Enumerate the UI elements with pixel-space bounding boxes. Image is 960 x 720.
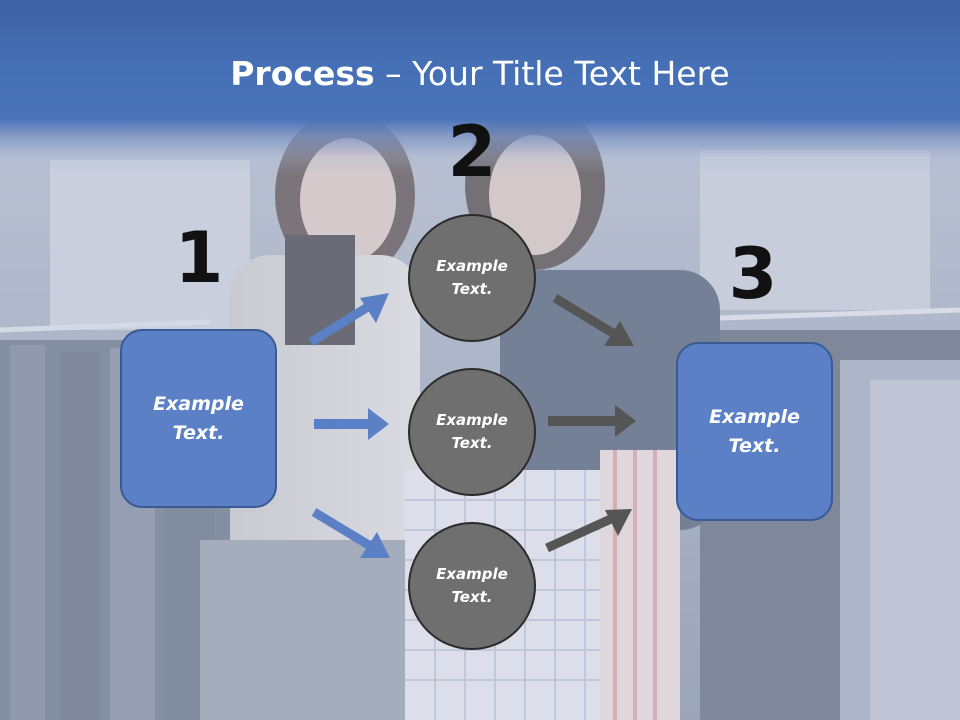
process-circle-middle[interactable]: Example Text.: [408, 368, 536, 496]
title-bold: Process: [230, 54, 375, 93]
arrow-right-icon: [548, 405, 636, 437]
right-text-box[interactable]: Example Text.: [676, 342, 833, 521]
circle-label: Example Text.: [436, 257, 508, 298]
step-number-1: 1: [174, 217, 224, 299]
arrow-right-icon: [308, 293, 389, 346]
arrow-right-icon: [545, 509, 632, 553]
header-band: [0, 0, 960, 175]
title-rest: – Your Title Text Here: [374, 54, 730, 93]
left-box-label: Example Text.: [153, 392, 244, 444]
arrow-right-icon: [314, 408, 389, 440]
step-number-3: 3: [728, 233, 778, 315]
right-box-label: Example Text.: [709, 405, 800, 457]
process-circle-top[interactable]: Example Text.: [408, 214, 536, 342]
arrow-right-icon: [552, 294, 634, 346]
arrow-right-icon: [311, 508, 390, 558]
step-number-2: 2: [447, 111, 497, 193]
process-circle-bottom[interactable]: Example Text.: [408, 522, 536, 650]
slide-title[interactable]: Process – Your Title Text Here: [0, 52, 960, 96]
left-text-box[interactable]: Example Text.: [120, 329, 277, 508]
circle-label: Example Text.: [436, 565, 508, 606]
circle-label: Example Text.: [436, 411, 508, 452]
